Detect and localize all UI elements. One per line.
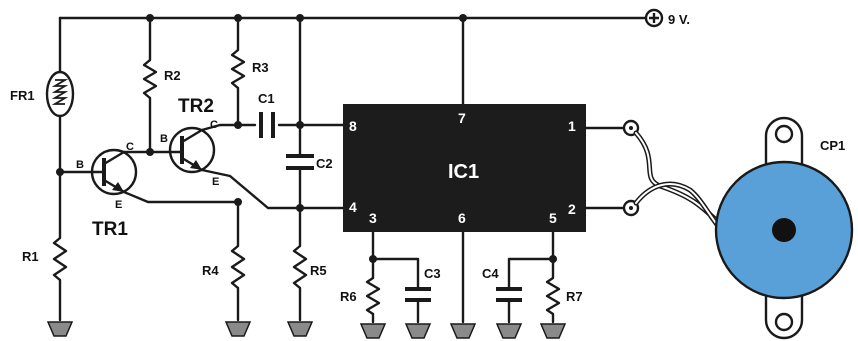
ic1-pin1-number: 1 [568,118,576,134]
r3-label: R3 [252,60,269,75]
ground-symbol [359,323,387,339]
ic1-body [343,104,586,232]
resistor-r4 [230,245,246,289]
resistor-r2 [142,59,158,99]
tr1-emitter-letter: E [115,199,122,211]
c3-wire [371,257,420,289]
ground-symbol [404,323,432,339]
cp1-label: CP1 [820,138,845,153]
resistor-r7 [545,277,561,315]
tr2-base-letter: B [160,133,168,145]
transistor-tr1 [90,148,138,196]
capacitor-c3 [405,287,431,302]
c2-label: C2 [316,156,333,171]
r7-label: R7 [566,289,583,304]
output-terminal-1 [622,119,640,137]
resistor-r3 [230,49,246,89]
ground-symbol [449,323,477,339]
c4-wire [507,257,555,289]
photoresistor-fr1 [45,70,75,118]
ic1-pin7-number: 7 [458,110,466,126]
ground-symbols [46,321,567,339]
tr1-base-letter: B [76,159,84,171]
capacitor-c1 [259,112,275,138]
tr2-emitter-letter: E [212,176,219,188]
capacitor-c2 [286,154,314,170]
r6-label: R6 [340,289,357,304]
capacitor-c4 [496,287,522,302]
supply-rail [58,14,647,22]
r4-label: R4 [202,263,219,278]
ic1-pin8-number: 8 [349,118,357,134]
r1-label: R1 [22,249,39,264]
tr2-label: TR2 [178,96,214,117]
r2-label: R2 [164,68,181,83]
ic1-pin5-number: 5 [549,210,557,226]
tr2-collector-letter: C [210,119,218,131]
resistor-r5 [292,245,308,289]
tr1-label: TR1 [92,219,128,240]
ground-symbol [224,321,252,337]
ic1-label: IC1 [448,161,479,183]
supply-terminal [644,8,664,28]
transistor-tr2 [168,126,216,174]
ground-symbol [539,323,567,339]
ground-symbol [495,323,523,339]
c4-label: C4 [482,266,499,281]
resistor-r1 [52,237,68,281]
ground-symbol [46,321,74,337]
tr1-emitter-wire [122,190,240,204]
ic1-pin6-number: 6 [458,210,466,226]
c3-label: C3 [424,266,441,281]
piezo-buzzer-cp1 [714,116,854,340]
c2-junction [296,121,304,129]
supply-label: 9 V. [668,12,690,27]
resistor-r6 [365,277,381,315]
buzzer-lead-wires [633,130,721,229]
c1-label: C1 [258,91,275,106]
tr2-collector-wire [200,123,257,132]
ic1-pin2-number: 2 [568,201,576,217]
r5-label: R5 [310,263,327,278]
ic1-pin3-number: 3 [369,210,377,226]
ground-symbol [286,321,314,337]
tr2-emitter-wire [200,168,347,210]
ic1-pin4-number: 4 [349,199,357,215]
tr1-collector-letter: C [126,141,134,153]
fr1-label: FR1 [10,88,35,103]
